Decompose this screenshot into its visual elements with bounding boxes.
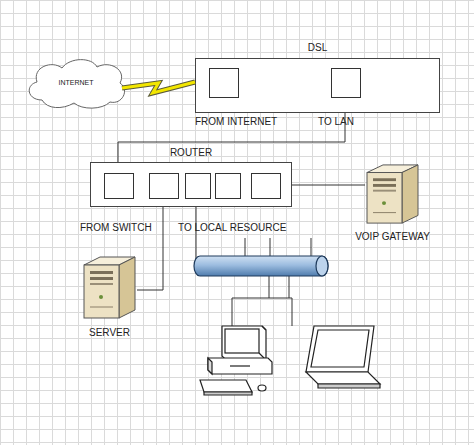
port xyxy=(215,173,241,199)
node-label: DSL xyxy=(196,42,439,54)
wire xyxy=(196,207,197,260)
port xyxy=(104,173,134,199)
port-label: TO LOCAL RESOURCE xyxy=(178,222,286,234)
node-label: SERVER xyxy=(89,327,130,339)
port-label: TO LAN xyxy=(318,116,354,128)
port xyxy=(149,173,179,199)
wire xyxy=(311,238,312,256)
link-fill xyxy=(122,82,195,93)
cable-line xyxy=(292,185,365,186)
server-tower xyxy=(365,163,420,225)
port-label: FROM INTERNET xyxy=(195,116,277,128)
router-box: ROUTER xyxy=(90,162,292,207)
port-label: FROM SWITCH xyxy=(80,222,152,234)
network-cable xyxy=(118,113,345,162)
wire xyxy=(289,275,290,298)
link-outline xyxy=(122,82,195,93)
node-label: INTERNET xyxy=(22,77,130,89)
wire xyxy=(232,298,292,326)
port xyxy=(209,68,239,98)
dsl-modem-box: DSL xyxy=(195,58,440,113)
laptop-computer xyxy=(306,326,380,388)
wire xyxy=(270,238,271,256)
server-tower xyxy=(82,255,137,320)
port xyxy=(251,173,281,199)
node-label: ROUTER xyxy=(91,147,291,159)
desktop-computer xyxy=(200,326,272,395)
cable-line xyxy=(118,113,345,162)
voip-gateway-server: VOIP GATEWAY xyxy=(365,163,420,225)
network-cable xyxy=(137,207,163,290)
network-cable xyxy=(292,185,365,186)
port xyxy=(185,173,211,199)
network-bus xyxy=(194,256,328,276)
internet-cloud: INTERNET xyxy=(22,55,130,110)
lightning-link xyxy=(122,82,195,93)
node-label: VOIP GATEWAY xyxy=(355,231,430,243)
port xyxy=(331,68,361,98)
wire xyxy=(245,238,246,256)
server-icon: SERVER xyxy=(82,255,137,320)
cable-line xyxy=(137,207,163,290)
wire xyxy=(269,275,270,298)
